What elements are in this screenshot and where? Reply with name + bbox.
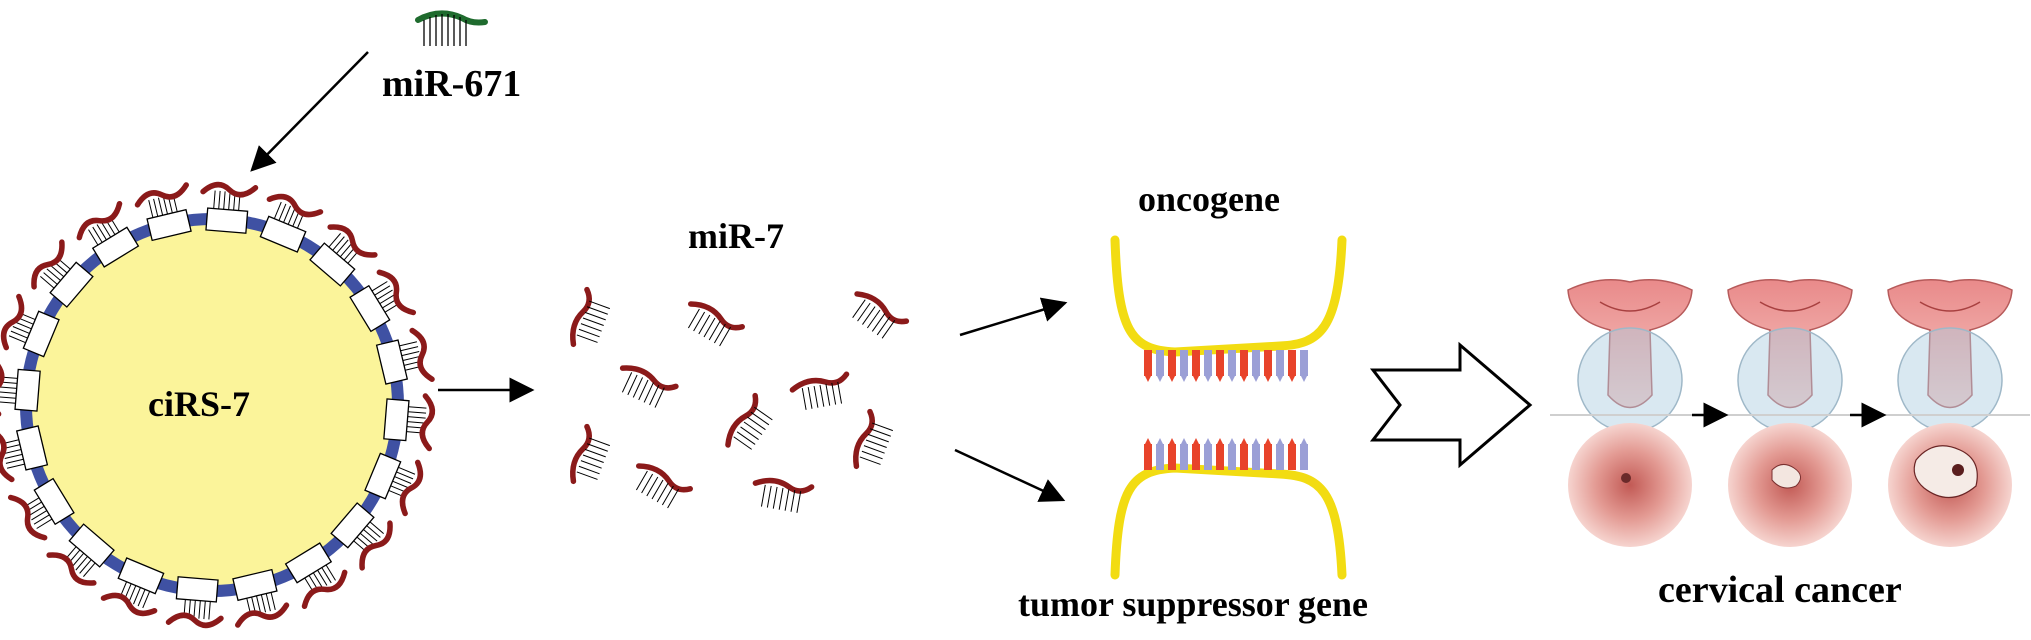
cervix-panel — [1550, 279, 1710, 547]
bound-mirna-strand — [165, 612, 224, 629]
bound-mirna-strand — [0, 428, 15, 483]
binding-site — [330, 502, 393, 571]
binding-site — [259, 193, 324, 253]
gene-bar — [1204, 438, 1212, 470]
arrow-to-oncogene — [959, 297, 1068, 337]
bound-mirna-strand — [134, 182, 189, 208]
gene-bar — [1156, 350, 1164, 382]
binding-site — [375, 327, 435, 385]
gene-bar — [1156, 438, 1164, 470]
mir7-strands — [570, 286, 910, 513]
gene-bar — [1240, 438, 1248, 470]
gene-bar — [1300, 438, 1308, 470]
binding-site — [100, 557, 165, 617]
arrow-mir671-to-cirs7 — [250, 51, 369, 172]
gene-bar — [1300, 350, 1308, 382]
bound-mirna-strand — [419, 393, 436, 452]
progression-arrow — [1369, 341, 1533, 469]
bound-mirna-strand — [301, 569, 348, 610]
binding-site — [46, 523, 115, 586]
mir7-strand — [725, 392, 773, 450]
bound-mirna-strand — [7, 494, 48, 541]
gene-bar — [1276, 350, 1284, 382]
gene-bar — [1276, 438, 1284, 470]
gene-bar — [1252, 438, 1260, 470]
gene-bar — [1288, 438, 1296, 470]
cervical-cancer-label: cervical cancer — [1658, 569, 1902, 611]
gene-bar — [1192, 438, 1200, 470]
binding-site — [76, 200, 140, 268]
mir671-label: miR-671 — [382, 63, 522, 105]
gene-bar — [1192, 350, 1200, 382]
cervix-panel — [1710, 279, 1870, 547]
mir7-label: miR-7 — [688, 216, 784, 256]
bound-mirna-strand — [76, 200, 123, 241]
gene-bar — [1252, 350, 1260, 382]
bound-mirna-strand — [0, 358, 5, 417]
gene-bar — [1216, 350, 1224, 382]
bound-mirna-strand — [200, 181, 259, 198]
bound-mirna-strand — [409, 327, 435, 382]
oncogene-label: oncogene — [1138, 179, 1280, 219]
mir7-strand — [687, 301, 745, 347]
binding-site — [364, 452, 424, 517]
gene-bar — [1180, 438, 1188, 470]
binding-site — [232, 568, 290, 628]
binding-site — [0, 358, 41, 417]
bound-mirna-strand — [327, 224, 378, 258]
gene-bar — [1264, 438, 1272, 470]
bound-mirna-strand — [266, 193, 324, 218]
binding-site — [200, 181, 259, 234]
bound-mirna-strand — [235, 602, 290, 628]
mir7-strand — [852, 291, 910, 339]
gene-bar — [1264, 350, 1272, 382]
gene-bar — [1228, 350, 1236, 382]
mir7-strand — [752, 477, 815, 513]
binding-site — [383, 393, 436, 452]
bound-mirna-strand — [100, 592, 158, 617]
cervix-panel — [1870, 279, 2030, 547]
gene-bar — [1288, 350, 1296, 382]
binding-site — [309, 224, 378, 287]
cervical-progression-panels — [1550, 279, 2030, 547]
bound-mirna-strand — [31, 239, 65, 290]
bound-mirna-strand — [376, 269, 417, 316]
mir7-strand — [619, 365, 679, 408]
binding-site — [0, 425, 49, 483]
binding-site — [134, 182, 192, 242]
gene-bar — [1228, 438, 1236, 470]
arrow-to-tumor-suppressor — [954, 448, 1066, 502]
binding-site — [0, 293, 60, 358]
mir671-strand — [415, 10, 488, 46]
gene-bar — [1144, 438, 1152, 470]
mir7-strand — [570, 423, 611, 485]
mir7-strand — [789, 371, 850, 410]
mir7-strand — [635, 463, 693, 509]
binding-site — [31, 239, 94, 308]
binding-site — [7, 477, 75, 541]
tumor-suppressor-label: tumor suppressor gene — [1018, 584, 1369, 624]
cirs7-circle — [0, 181, 436, 629]
bound-mirna-strand — [0, 293, 25, 351]
mir7-strand — [853, 408, 894, 470]
gene-bar — [1216, 438, 1224, 470]
bound-mirna-strand — [399, 459, 424, 517]
gene-bar — [1240, 350, 1248, 382]
binding-site — [349, 269, 417, 333]
gene-bar — [1168, 350, 1176, 382]
gene-bar — [1204, 350, 1212, 382]
binding-site — [284, 542, 348, 610]
bound-mirna-strand — [359, 520, 393, 571]
tumor-suppressor-structure — [1110, 438, 1347, 580]
cirs7-label: ciRS-7 — [148, 384, 250, 424]
gene-bar — [1180, 350, 1188, 382]
mir7-strand — [570, 286, 611, 348]
gene-bar — [1168, 438, 1176, 470]
oncogene-structure — [1110, 235, 1347, 382]
bound-mirna-strand — [46, 552, 97, 586]
gene-bar — [1144, 350, 1152, 382]
binding-site — [165, 576, 224, 629]
